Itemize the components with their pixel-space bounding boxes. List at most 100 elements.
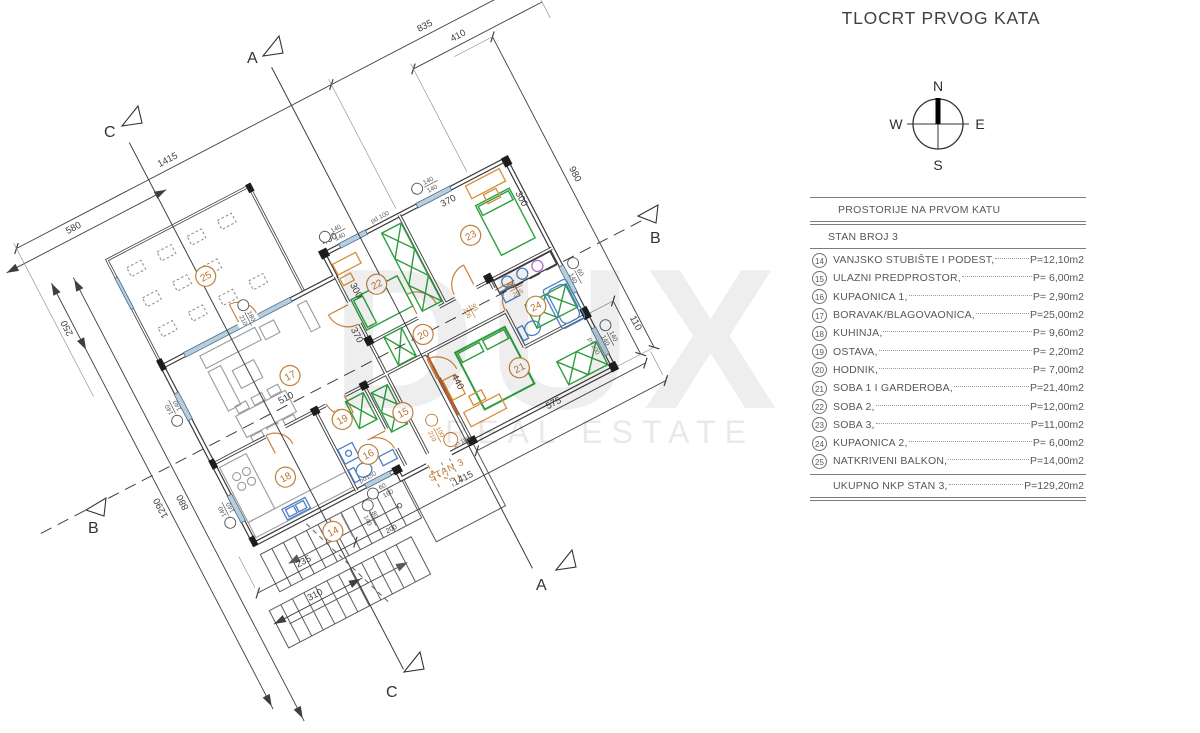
room-area: P=11,00m2 — [1030, 418, 1084, 431]
legend-row: 17 BORAVAK/BLAGOVAONICA, P=25,00m2 — [810, 306, 1086, 324]
room-number-badge: 24 — [812, 435, 827, 451]
room-name: VANJSKO STUBIŠTE I PODEST, — [833, 254, 995, 267]
room-number-badge: 25 — [812, 453, 827, 469]
svg-text:140: 140 — [362, 514, 373, 527]
dotted-leader — [975, 313, 1029, 315]
living-room-furniture — [199, 299, 321, 445]
room-name: ULAZNI PREDPROSTOR, — [833, 272, 961, 285]
external-stairs — [259, 442, 507, 649]
section-c-top: C — [104, 124, 116, 141]
svg-text:19: 19 — [335, 413, 350, 428]
dotted-leader — [908, 441, 1032, 443]
table-divider — [810, 248, 1086, 249]
dotted-leader — [908, 294, 1032, 296]
svg-text:210: 210 — [426, 430, 437, 443]
room-area: P=12,00m2 — [1030, 400, 1084, 413]
svg-text:880: 880 — [174, 493, 191, 512]
dotted-leader — [875, 404, 1029, 406]
legend-total-row: UKUPNO NKP STAN 3, P=129,20m2 — [810, 475, 1086, 497]
room-number-badge: 15 — [812, 270, 827, 286]
room-area: P= 6,00m2 — [1032, 437, 1084, 450]
watermark-brand: DUX — [331, 228, 789, 451]
svg-text:80: 80 — [370, 510, 380, 520]
room-area: P=25,00m2 — [1030, 309, 1084, 322]
svg-text:24: 24 — [529, 299, 544, 314]
room-number-badge: 17 — [812, 307, 827, 323]
room-area: P=12,10m2 — [1030, 254, 1084, 267]
sanitary-fixtures — [281, 250, 586, 521]
room-name: NATKRIVENI BALKON, — [833, 455, 948, 468]
svg-text:100: 100 — [434, 426, 445, 439]
room-name: BORAVAK/BLAGOVAONICA, — [833, 309, 975, 322]
room-circle-18: 18 — [274, 466, 297, 488]
svg-text:23: 23 — [464, 229, 479, 244]
svg-text:60: 60 — [378, 482, 388, 492]
dotted-leader — [948, 459, 1029, 461]
dotted-leader — [879, 367, 1032, 369]
compass-east: E — [975, 116, 984, 132]
table-subheader: STAN BROJ 3 — [828, 231, 899, 243]
svg-text:140: 140 — [334, 231, 347, 242]
svg-text:160: 160 — [382, 488, 395, 499]
room-circle-25: 25 — [195, 265, 217, 287]
svg-text:25: 25 — [199, 270, 214, 285]
svg-text:180: 180 — [245, 310, 256, 323]
section-markers: A A C C B B — [84, 34, 661, 701]
room-number-badge: 19 — [812, 344, 827, 360]
room-circle-20: 20 — [412, 323, 434, 346]
desks-shelves — [331, 167, 508, 428]
svg-text:22: 22 — [370, 277, 385, 292]
room-number-badge: 20 — [812, 362, 827, 378]
room-number-badge: 22 — [812, 399, 827, 415]
section-b-right: B — [650, 230, 661, 247]
room-circle-24: 24 — [525, 295, 547, 317]
svg-text:310: 310 — [306, 587, 325, 604]
svg-text:980: 980 — [566, 165, 583, 184]
room-name: KUPAONICA 2, — [833, 437, 908, 450]
dotted-leader — [948, 483, 1024, 485]
room-circle-14: 14 — [322, 520, 344, 542]
svg-text:140: 140 — [607, 330, 618, 343]
compass-west: W — [889, 116, 903, 132]
room-area: P= 9,60m2 — [1032, 327, 1084, 340]
svg-text:17: 17 — [283, 369, 298, 384]
compass: N S W E — [889, 78, 984, 173]
watermark-tagline: REAL ESTATE — [445, 414, 755, 450]
dotted-leader — [883, 331, 1032, 333]
room-circle-23: 23 — [460, 224, 482, 246]
svg-text:140: 140 — [225, 501, 236, 514]
legend-row: 24 KUPAONICA 2, P= 6,00m2 — [810, 434, 1086, 452]
table-divider — [810, 473, 1086, 475]
compass-needle — [935, 98, 941, 124]
opening-markers: 180 210 140 140 140 140 140 140 — [164, 175, 619, 529]
room-area: P= 2,20m2 — [1032, 345, 1084, 358]
section-b-left: B — [88, 520, 99, 537]
section-c-bottom: C — [386, 684, 398, 701]
dotted-leader — [878, 349, 1032, 351]
svg-text:140: 140 — [422, 175, 435, 186]
svg-text:80: 80 — [508, 281, 518, 291]
room-circle-17: 17 — [279, 364, 301, 387]
floorplan-drawing: 1415 835 410 580 250 1290 880 980 110 31… — [6, 0, 789, 722]
svg-text:140: 140 — [567, 272, 578, 285]
table-divider — [810, 197, 1086, 198]
svg-text:15: 15 — [396, 406, 411, 421]
room-circle-22: 22 — [366, 273, 388, 295]
svg-text:18: 18 — [278, 470, 293, 485]
svg-text:16: 16 — [361, 448, 376, 463]
watermark: DUX REAL ESTATE — [331, 228, 789, 451]
room-numbers: 14 15 16 17 18 19 20 21 22 23 24 25 — [195, 224, 547, 542]
section-a-bottom: A — [536, 577, 547, 594]
svg-text:140: 140 — [164, 403, 175, 416]
svg-text:21: 21 — [512, 361, 527, 376]
svg-text:14: 14 — [326, 525, 341, 540]
room-number-badge: 23 — [812, 417, 827, 433]
room-circle-15: 15 — [392, 402, 414, 424]
dotted-leader — [953, 386, 1029, 388]
room-area: P=14,00m2 — [1030, 455, 1084, 468]
room-number-badge: 21 — [812, 380, 827, 396]
total-area: P=129,20m2 — [1024, 479, 1084, 492]
